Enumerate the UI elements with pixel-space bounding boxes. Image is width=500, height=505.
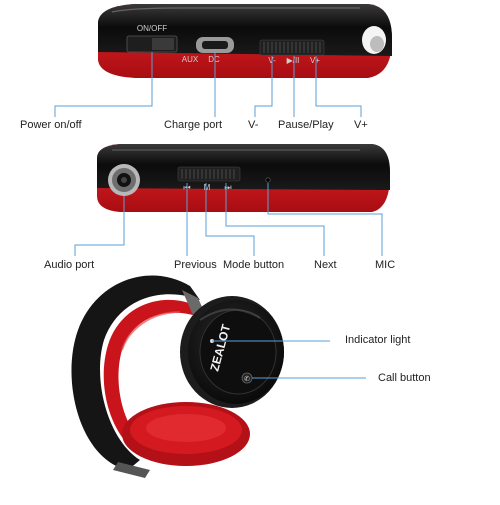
callout-call-button: Call button [378, 372, 431, 384]
headphones: ZEALOT ✆ [71, 275, 284, 478]
next-button-icon: ⏭ [224, 183, 231, 192]
mode-button-glyph: M [204, 183, 211, 192]
callout-previous: Previous [174, 259, 217, 271]
aux-label: AUX [182, 55, 199, 64]
callout-next: Next [314, 259, 337, 271]
switch-label: ON/OFF [137, 24, 167, 33]
top-device: ON/OFF AUX DC V- ▶/II V+ [98, 4, 392, 78]
side-callout-lines [74, 183, 383, 256]
headphone-callout-lines [212, 340, 366, 379]
callout-vminus: V- [248, 119, 259, 131]
vplus-button-label: V+ [310, 56, 320, 65]
callout-audio-port: Audio port [44, 259, 95, 271]
phone-icon: ✆ [244, 376, 250, 383]
play-button-label: ▶/II [287, 56, 300, 65]
callout-vplus: V+ [354, 119, 368, 131]
callout-charge-port: Charge port [164, 119, 223, 131]
power-switch-knob[interactable] [152, 38, 174, 50]
callout-pause-play: Pause/Play [278, 119, 334, 131]
callout-mode: Mode button [223, 259, 285, 271]
top-callout-lines [54, 52, 362, 117]
callout-power: Power on/off [20, 119, 82, 131]
track-buttons[interactable] [177, 166, 241, 182]
callout-indicator-light: Indicator light [345, 334, 411, 346]
dc-label: DC [208, 55, 220, 64]
mic-hole [265, 177, 271, 183]
side-device: ⏮ M ⏭ [97, 144, 390, 212]
callout-mic: MIC [375, 259, 396, 271]
